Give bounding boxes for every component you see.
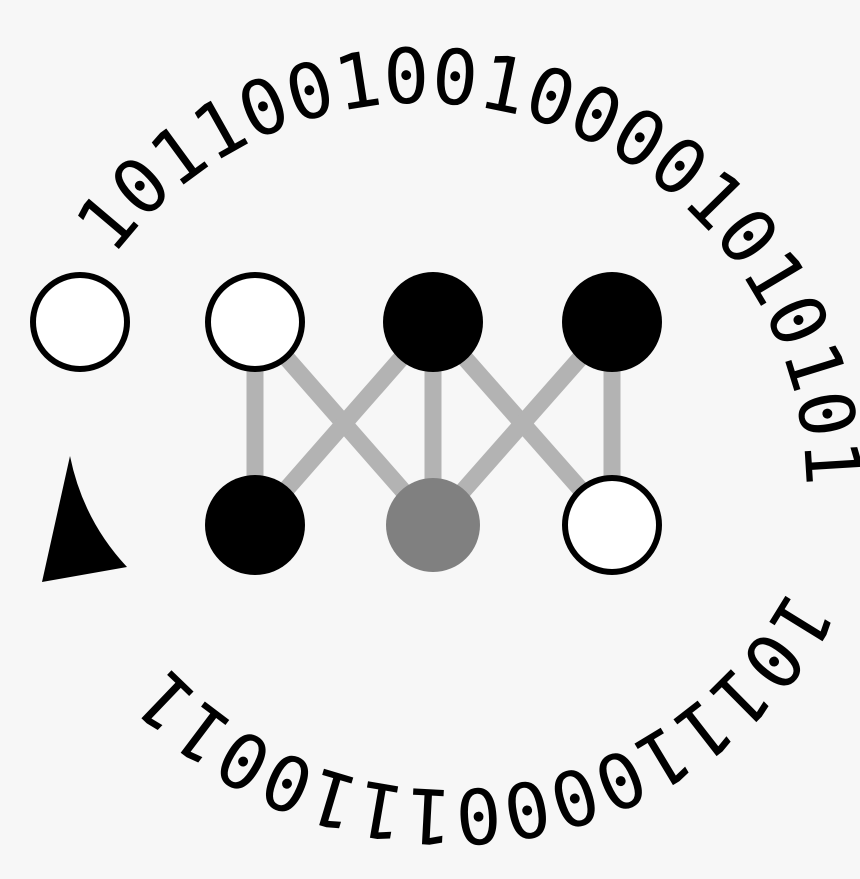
node-n6-empty [562,475,662,575]
node-n5-gray [386,478,480,572]
node-n3-filled [562,272,662,372]
node-n0-empty [30,272,130,372]
node-n2-filled [383,272,483,372]
node-n1-empty [205,272,305,372]
nodes [30,272,662,575]
arrow-head-icon [42,456,127,582]
node-n4-filled [205,475,305,575]
